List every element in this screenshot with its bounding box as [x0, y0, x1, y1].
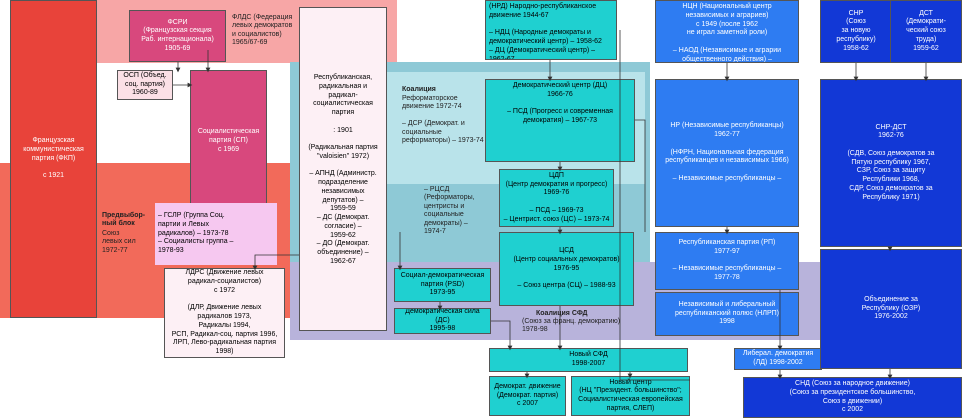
- rpr-node: Объединение за Республику (ОЗР) 1976-200…: [820, 249, 962, 369]
- cnip-label: НЦН (Национальный центр независимых и аг…: [672, 3, 782, 63]
- pcf-node: Французская коммунистическая партия (ФКП…: [10, 0, 97, 318]
- cds-node: ЦСД (Центр социальных демократов) 1976-9…: [499, 232, 634, 306]
- cdp-label: ЦДП (Центр демократия и прогресс) 1969-7…: [503, 171, 610, 223]
- modem-node: Демократ. движение (Демократ. партия) с …: [489, 376, 566, 416]
- prg-node: ЛДРС (Движение левых радикал-социалистов…: [164, 268, 285, 358]
- dl-pole-label: Независимый и либеральный республикански…: [675, 300, 779, 326]
- osp-node: ОСП (Объед. соц. партия) 1960-89: [117, 70, 173, 100]
- udf-title: Коалиция СФД: [536, 310, 588, 317]
- new-udf-label: Новый СФД 1998-2007: [569, 351, 608, 367]
- psd-label: Социал-демократическая партия (PSD) 1973…: [400, 271, 485, 297]
- pr-label: Республиканская партия (РП) 1977-97 – Не…: [672, 239, 782, 282]
- unr-label: СНР (Союз за новую республику) 1958-62: [836, 9, 876, 52]
- osp-label: ОСП (Объед. соц. партия) 1960-89: [123, 71, 167, 97]
- psd-node: Социал-демократическая партия (PSD) 1973…: [394, 268, 491, 302]
- new-center-node: Новый центр (НЦ "Президент. большинство"…: [571, 376, 690, 416]
- new-udf-node: Новый СФД 1998-2007: [489, 348, 688, 372]
- pcf-label: Французская коммунистическая партия (ФКП…: [23, 137, 84, 180]
- unr-node: СНР (Союз за новую республику) 1958-62: [820, 0, 892, 63]
- udt-label: ДСТ (Демократи- ческий союз труда) 1959-…: [906, 9, 946, 52]
- pr-node: Республиканская партия (РП) 1977-97 – Не…: [655, 232, 799, 290]
- sfio-node: ФСРИ (Французская секция Раб. интернацио…: [129, 10, 226, 62]
- cd-node: Демократический центр (ДЦ) 1966-76 – ПСД…: [485, 79, 635, 162]
- modem-label: Демократ. движение (Демократ. партия) с …: [494, 382, 561, 408]
- cds-label: ЦСД (Центр социальных демократов) 1976-9…: [513, 247, 620, 290]
- ri-node: НР (Независимые республиканцы) 1962-77 (…: [655, 79, 799, 227]
- ri-label: НР (Независимые республиканцы) 1962-77 (…: [665, 122, 789, 182]
- udt-node: ДСТ (Демократи- ческий союз труда) 1959-…: [890, 0, 962, 63]
- prg-label: ЛДРС (Движение левых радикал-социалистов…: [171, 269, 278, 355]
- rcsd-label: – РЦСД (Реформаторы, центристы и социаль…: [424, 186, 475, 235]
- reform-title: Коалиция: [402, 86, 436, 93]
- ld-label: Либерал. демократия (ЛД) 1998-2002: [742, 350, 814, 366]
- mrp-label: (НРД) Народно-республиканское движение 1…: [489, 3, 602, 60]
- radical-party-label: Республиканская, радикальная и радикал- …: [308, 74, 378, 265]
- left-bloc-label: Союз левых сил 1972-77: [102, 230, 136, 254]
- ps-groups-label: – ГСЛР (Группа Соц. партии и Левых радик…: [158, 212, 234, 255]
- ps-label: Социалистическая партия (СП) с 1969: [197, 128, 260, 153]
- fd-node: Демократическая сила (ДС) 1995-98: [394, 308, 491, 334]
- cdp-node: ЦДП (Центр демократия и прогресс) 1969-7…: [499, 169, 614, 227]
- unr-udt-label: СНР-ДСТ 1962-76 (СДВ, Союз демократов за…: [847, 123, 935, 201]
- fgds-label: ФЛДС (Федерация левых демократов и социа…: [232, 14, 293, 47]
- new-center-label: Новый центр (НЦ "Президент. большинство"…: [578, 378, 683, 412]
- ps-groups-node: – ГСЛР (Группа Соц. партии и Левых радик…: [155, 203, 277, 265]
- ld-node: Либерал. демократия (ЛД) 1998-2002: [734, 348, 822, 370]
- cnip-node: НЦН (Национальный центр независимых и аг…: [655, 0, 799, 63]
- udf-label: (Союз за франц. демократию) 1978-98: [522, 318, 621, 334]
- rpr-label: Объединение за Республику (ОЗР) 1976-200…: [861, 295, 921, 321]
- sfio-label: ФСРИ (Французская секция Раб. интернацио…: [141, 18, 214, 52]
- ump-label: СНД (Союз за народное движение) (Союз за…: [789, 380, 916, 414]
- left-bloc-title: Предвыбор- ный блок: [102, 212, 146, 228]
- cd-label: Демократический центр (ДЦ) 1966-76 – ПСД…: [507, 82, 613, 124]
- mrp-node: (НРД) Народно-республиканское движение 1…: [485, 0, 617, 60]
- ps-node: Социалистическая партия (СП) с 1969: [190, 70, 267, 213]
- dl-pole-node: Независимый и либеральный республикански…: [655, 292, 799, 336]
- unr-udt-node: СНР-ДСТ 1962-76 (СДВ, Союз демократов за…: [820, 79, 962, 247]
- reform-label: Реформаторское движение 1972-74 – ДСР (Д…: [402, 95, 484, 144]
- ump-node: СНД (Союз за народное движение) (Союз за…: [743, 377, 962, 418]
- radical-party-node: Республиканская, радикальная и радикал- …: [299, 7, 387, 331]
- fd-label: Демократическая сила (ДС) 1995-98: [405, 308, 480, 333]
